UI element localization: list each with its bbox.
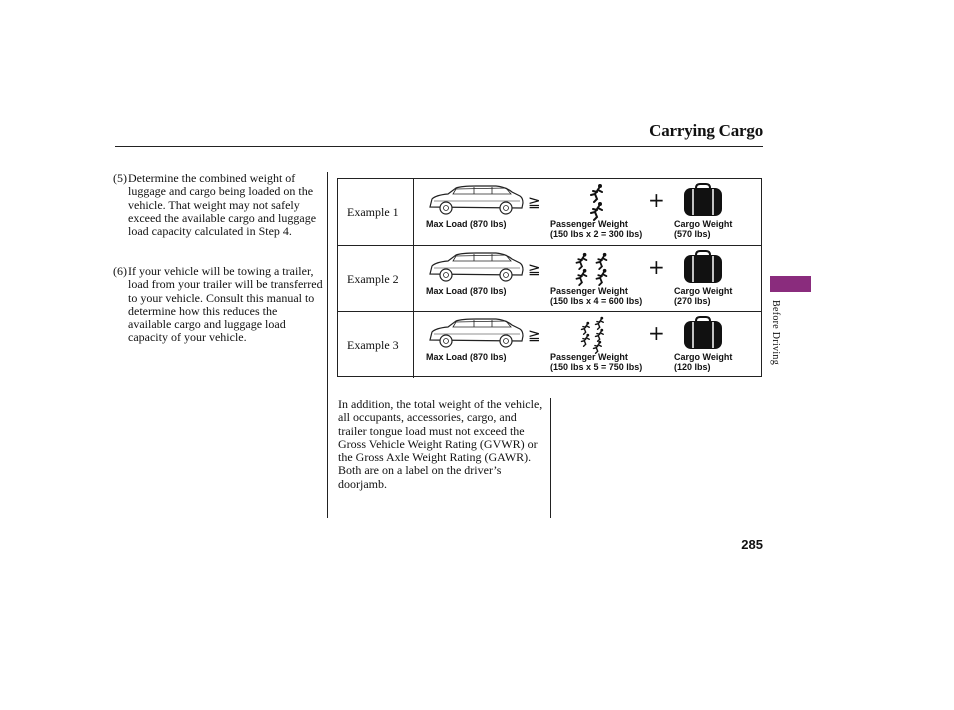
person-icon (580, 333, 590, 347)
caption-title: Cargo Weight (674, 286, 733, 296)
suv-icon (429, 252, 524, 282)
example-row: Example 1 ≧ + Max Load (870 lbs) Passeng… (338, 179, 761, 245)
column-divider (327, 172, 328, 518)
person-icon (575, 252, 588, 270)
step-text: If your vehicle will be towing a trailer… (128, 264, 323, 345)
caption-value: (150 lbs x 2 = 300 lbs) (550, 229, 643, 239)
example-row: Example 2 ≧ + Max Load (870 lbs) (338, 245, 761, 312)
plus-symbol: + (648, 255, 665, 279)
person-icon (594, 328, 604, 342)
caption-value: (270 lbs) (674, 296, 711, 306)
max-load-caption: Max Load (870 lbs) (426, 219, 507, 229)
passenger-weight-caption: Passenger Weight(150 lbs x 4 = 600 lbs) (550, 286, 642, 306)
max-load-caption: Max Load (870 lbs) (426, 352, 507, 362)
greater-equal-symbol: ≧ (528, 326, 541, 344)
cargo-weight-caption: Cargo Weight(120 lbs) (674, 352, 732, 372)
caption-title: Passenger Weight (550, 219, 628, 229)
cargo-weight-caption: Cargo Weight(570 lbs) (674, 219, 732, 239)
max-load-caption: Max Load (870 lbs) (426, 286, 507, 296)
step-text: Determine the combined weight of luggage… (128, 171, 317, 239)
luggage-icon (684, 316, 722, 349)
section-tab-label: Before Driving (770, 300, 781, 366)
plus-symbol: + (648, 188, 665, 212)
caption-title: Cargo Weight (674, 352, 733, 362)
example-label: Example 3 (347, 338, 399, 352)
luggage-icon (684, 183, 722, 216)
greater-equal-symbol: ≧ (528, 193, 541, 211)
example-label: Example 2 (347, 272, 399, 286)
person-icon (595, 252, 608, 270)
column-divider (550, 398, 551, 518)
person-icon (575, 268, 588, 286)
load-examples-table: Example 1 ≧ + Max Load (870 lbs) Passeng… (337, 178, 762, 378)
step-6: (6) If your vehicle will be towing a tra… (113, 264, 323, 345)
person-icon (592, 340, 602, 354)
section-tab (770, 276, 811, 292)
caption-title: Passenger Weight (550, 352, 628, 362)
caption-value: (120 lbs) (674, 362, 711, 372)
suv-icon (429, 318, 524, 348)
cell-divider (413, 179, 414, 245)
person-icon (595, 268, 608, 286)
person-icon (594, 316, 604, 330)
plus-symbol: + (648, 321, 665, 345)
caption-title: Cargo Weight (674, 219, 733, 229)
person-icon (580, 321, 590, 335)
step-number: (5) (113, 171, 127, 185)
step-number: (6) (113, 264, 127, 278)
page-title: Carrying Cargo (649, 121, 763, 140)
example-row: Example 3 ≧ + Max Load (870 (338, 311, 761, 378)
person-icon (590, 184, 603, 203)
passenger-weight-caption: Passenger Weight(150 lbs x 2 = 300 lbs) (550, 219, 642, 239)
person-icon (590, 202, 603, 221)
cargo-weight-caption: Cargo Weight(270 lbs) (674, 286, 732, 306)
suv-icon (429, 185, 524, 215)
example-label: Example 1 (347, 205, 399, 219)
cell-divider (413, 312, 414, 378)
caption-value: (150 lbs x 5 = 750 lbs) (550, 362, 643, 372)
gvwr-note: In addition, the total weight of the veh… (338, 397, 543, 491)
header-rule (115, 146, 763, 147)
passenger-weight-caption: Passenger Weight(150 lbs x 5 = 750 lbs) (550, 352, 642, 372)
cell-divider (413, 246, 414, 312)
luggage-icon (684, 250, 722, 283)
greater-equal-symbol: ≧ (528, 260, 541, 278)
caption-value: (570 lbs) (674, 229, 711, 239)
caption-title: Passenger Weight (550, 286, 628, 296)
caption-value: (150 lbs x 4 = 600 lbs) (550, 296, 643, 306)
step-5: (5) Determine the combined weight of lug… (113, 171, 323, 239)
page-number: 285 (741, 537, 763, 552)
